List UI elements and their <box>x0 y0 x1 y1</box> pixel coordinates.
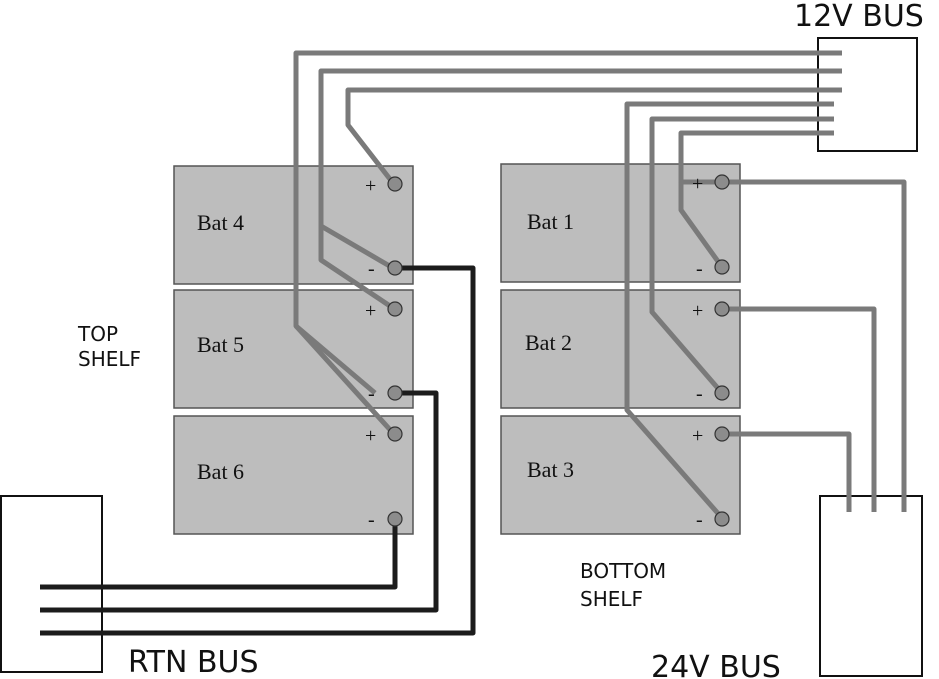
battery-3: Bat 3 <box>501 416 740 534</box>
bat5-pos-terminal <box>388 302 402 316</box>
battery-3-label: Bat 3 <box>527 457 574 482</box>
battery-5-label: Bat 5 <box>197 332 244 357</box>
bat3-neg-terminal <box>715 512 729 526</box>
bat2-pos-terminal <box>715 302 729 316</box>
bat6-neg-terminal <box>388 512 402 526</box>
bat3-pos-terminal <box>715 427 729 441</box>
bat1-plus-sign: + <box>692 173 703 195</box>
bat3-minus-sign: - <box>696 509 703 531</box>
bat2-neg-terminal <box>715 386 729 400</box>
bat1-pos-terminal <box>715 175 729 189</box>
battery-6: Bat 6 <box>174 416 413 534</box>
top-shelf-label-line2: SHELF <box>78 347 141 371</box>
bottom-shelf-label-line1: BOTTOM <box>580 559 666 583</box>
battery-2-label: Bat 2 <box>525 330 572 355</box>
bat5-minus-sign: - <box>368 383 375 405</box>
bus-rtn-label: RTN BUS <box>128 645 259 679</box>
bat5-plus-sign: + <box>365 300 376 322</box>
battery-4-label: Bat 4 <box>197 210 244 235</box>
bat5-neg-terminal <box>388 386 402 400</box>
bat2-plus-sign: + <box>692 300 703 322</box>
bat4-pos-terminal <box>388 177 402 191</box>
bus-24v-label: 24V BUS <box>651 650 781 679</box>
bat4-neg-terminal <box>388 261 402 275</box>
bat6-pos-terminal <box>388 427 402 441</box>
bat4-plus-sign: + <box>365 175 376 197</box>
bus-24v-box <box>820 496 922 676</box>
bus-rtn-box <box>1 496 102 672</box>
bat2-minus-sign: - <box>696 383 703 405</box>
battery-1-label: Bat 1 <box>527 209 574 234</box>
bat1-neg-terminal <box>715 260 729 274</box>
bat6-minus-sign: - <box>368 509 375 531</box>
bat6-plus-sign: + <box>365 425 376 447</box>
top-shelf-label-line1: TOP <box>77 322 118 346</box>
bat1-minus-sign: - <box>696 258 703 280</box>
bottom-shelf-label-line2: SHELF <box>580 587 643 611</box>
bat3-plus-sign: + <box>692 425 703 447</box>
bus-12v-label: 12V BUS <box>794 0 924 34</box>
battery-2: Bat 2 <box>501 290 740 408</box>
battery-6-label: Bat 6 <box>197 459 244 484</box>
wire-bat1-pos-24v <box>722 182 904 512</box>
bat4-minus-sign: - <box>368 258 375 280</box>
